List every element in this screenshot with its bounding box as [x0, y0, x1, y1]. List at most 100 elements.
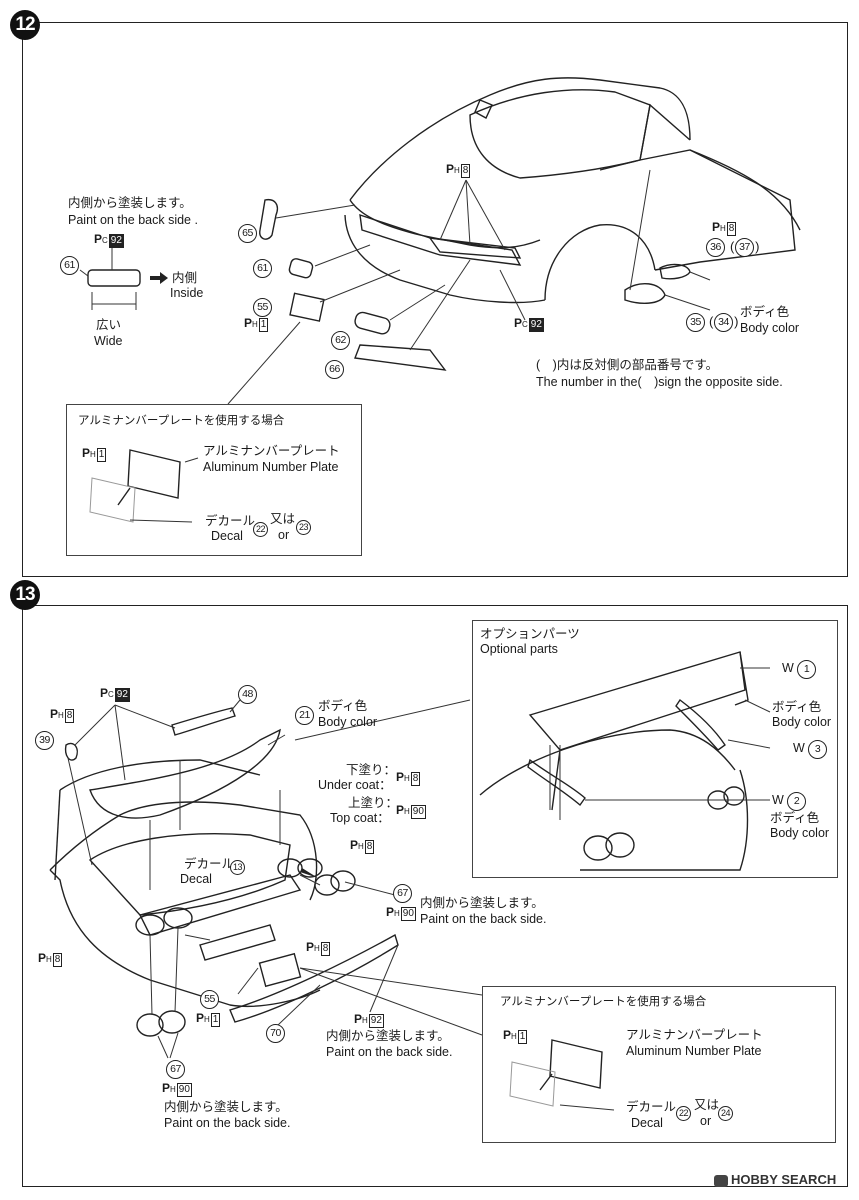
decal-number-24: 24: [718, 1106, 733, 1121]
decal-label-ja: デカール: [205, 514, 256, 528]
plate-box-title-13: アルミナンバープレートを使用する場合: [500, 996, 707, 1008]
optional-title-ja: オプションパーツ: [480, 627, 580, 641]
undercoat-ja: 下塗り：: [346, 763, 397, 777]
w1-number: 1: [797, 660, 816, 679]
watermark-text: HOBBY SEARCH: [731, 1172, 837, 1187]
decal-mata-13: 又は: [694, 1098, 720, 1112]
optional-body-color-ja-2: ボディ色: [770, 811, 820, 825]
decal-ja-13: デカール: [184, 857, 235, 871]
body-color-ja-13: ボディ色: [318, 699, 368, 713]
part-number-61-b: 61: [253, 259, 272, 278]
step13-number: 13: [10, 580, 40, 610]
decal-label-ja-13: デカール: [626, 1100, 677, 1114]
plate-label-ja: アルミナンバープレート: [203, 444, 340, 458]
decal-number-23: 23: [296, 520, 311, 535]
opposite-note-en: The number in the( )sign the opposite si…: [536, 375, 783, 389]
body-color-ja: ボディ色: [740, 305, 790, 319]
plate-label-en: Aluminum Number Plate: [203, 460, 339, 474]
wide-label-ja: 広い: [96, 318, 122, 332]
part-number-37: 37: [730, 238, 759, 257]
part-66-shape: [354, 344, 447, 371]
part-number-35: 35: [686, 313, 705, 332]
lens-67-right-a: [314, 874, 340, 896]
w2-label: W: [772, 793, 784, 807]
mirror-35-shape: [624, 283, 666, 304]
optional-body-color-en-2: Body color: [770, 826, 830, 840]
part-number-66: 66: [325, 360, 344, 379]
part-39-shape: [64, 742, 78, 761]
lens-67-right-b: [330, 870, 356, 892]
undercoat-en: Under coat：: [318, 778, 392, 792]
decal-or: or: [278, 528, 290, 542]
optional-body-color-ja: ボディ色: [772, 700, 822, 714]
watermark: HOBBY SEARCH: [714, 1172, 836, 1187]
back-side-note-en: Paint on the back side .: [68, 213, 198, 227]
back-side-ja-mid: 内側から塗装します。: [326, 1029, 450, 1043]
step12-panel: [22, 22, 848, 577]
plate-label-en-13: Aluminum Number Plate: [626, 1044, 762, 1058]
part-61-detail: [87, 269, 141, 287]
back-side-ja-left: 内側から塗装します。: [164, 1100, 288, 1114]
decal-number-22-13: 22: [676, 1106, 691, 1121]
plate-55-shape: [258, 952, 302, 988]
decal-or-13: or: [700, 1114, 712, 1128]
part-number-39: 39: [35, 731, 54, 750]
back-side-en-right: Paint on the back side.: [420, 912, 547, 926]
part-number-67-right: 67: [393, 884, 412, 903]
lens-67-left-a: [136, 1013, 164, 1037]
topcoat-en: Top coat：: [330, 811, 390, 825]
decal-label-en: Decal: [211, 529, 243, 543]
car-front-drawing: [344, 77, 801, 304]
plate-label-ja-13: アルミナンバープレート: [626, 1028, 763, 1042]
inside-label-ja: 内側: [172, 271, 198, 285]
part-number-36: 36: [706, 238, 725, 257]
decal-number-22: 22: [253, 522, 268, 537]
part-number-62: 62: [331, 331, 350, 350]
decal-mata: 又は: [270, 512, 296, 526]
lens-67-left-b: [158, 1010, 186, 1034]
car-rear-drawing: [49, 759, 323, 1008]
part-55-shape: [289, 292, 325, 322]
part-61-shape: [288, 258, 314, 279]
topcoat-ja: 上塗り：: [348, 796, 399, 810]
decal-label-en-13: Decal: [631, 1116, 663, 1130]
part-62-shape: [354, 311, 391, 335]
plate-box-13: [482, 986, 836, 1143]
watermark-logo-icon: [714, 1174, 728, 1187]
back-side-ja-right: 内側から塗装します。: [420, 896, 544, 910]
step12-number: 12: [10, 10, 40, 40]
back-side-en-left: Paint on the back side.: [164, 1116, 291, 1130]
w1-label: W: [782, 661, 794, 675]
optional-body-color-en: Body color: [772, 715, 832, 729]
back-side-en-mid: Paint on the back side.: [326, 1045, 453, 1059]
inside-label-en: Inside: [170, 286, 204, 300]
part-number-55-13: 55: [200, 990, 219, 1009]
part-number-67-left: 67: [166, 1060, 185, 1079]
optional-title-en: Optional parts: [480, 642, 558, 656]
part-number-34: 34: [709, 313, 738, 332]
optional-car-drawing: [479, 651, 749, 871]
body-color-en-13: Body color: [318, 715, 378, 729]
body-color-en: Body color: [740, 321, 800, 335]
optional-parts-box: [472, 620, 838, 878]
w2-number: 2: [787, 792, 806, 811]
plate-box-12: [66, 404, 362, 556]
aluminum-plate-shape-13: [549, 1039, 603, 1089]
part-65-shape: [259, 198, 279, 240]
mirror-36-shape: [659, 263, 691, 280]
